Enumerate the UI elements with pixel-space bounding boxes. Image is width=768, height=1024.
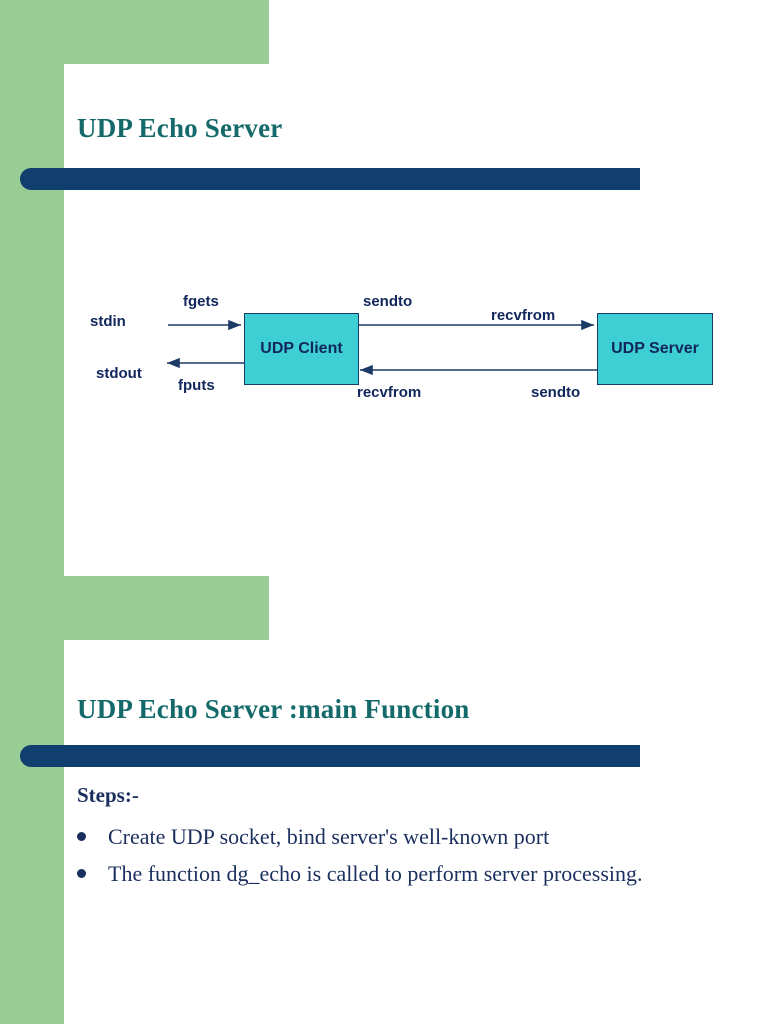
diagram-label-server-sendto: sendto <box>531 384 581 401</box>
diagram-label-fputs: fputs <box>178 377 215 394</box>
page-title: UDP Echo Server :main Function <box>77 694 470 724</box>
list-item-label: Create UDP socket, bind server's well-kn… <box>108 824 550 849</box>
list-item-label: The function dg_echo is called to perfor… <box>108 861 643 886</box>
green-left-strip <box>0 576 64 1024</box>
diagram-label-stdout: stdout <box>96 365 142 382</box>
diagram-node-udp-server: UDP Server <box>597 313 713 385</box>
diagram-node-udp-client: UDP Client <box>244 313 359 385</box>
white-content-panel <box>64 640 768 1024</box>
diagram-label-stdin: stdin <box>90 313 126 330</box>
diagram-label-client-recvfrom: recvfrom <box>357 384 422 401</box>
diagram-label-fgets: fgets <box>183 293 219 310</box>
steps-heading: Steps:- <box>77 783 139 807</box>
list-item: The function dg_echo is called to perfor… <box>77 855 747 892</box>
slide-udp-echo-server: UDP Echo Server UDP Client UDP Server <box>0 0 713 576</box>
steps-bullet-list: Create UDP socket, bind server's well-kn… <box>77 818 747 892</box>
bullet-dot-icon <box>77 869 86 878</box>
diagram-label-client-sendto: sendto <box>363 293 413 310</box>
diagram-label-server-recvfrom: recvfrom <box>491 307 556 324</box>
bullet-dot-icon <box>77 832 86 841</box>
green-top-block <box>0 0 269 64</box>
green-left-strip <box>0 0 64 576</box>
slide-udp-echo-server-main-function: UDP Echo Server :main Function <box>0 576 768 1024</box>
green-top-block <box>0 576 269 640</box>
page-title: UDP Echo Server <box>77 113 283 143</box>
list-item: Create UDP socket, bind server's well-kn… <box>77 818 747 855</box>
title-underline-bar <box>20 745 640 767</box>
title-underline-bar <box>20 168 640 190</box>
